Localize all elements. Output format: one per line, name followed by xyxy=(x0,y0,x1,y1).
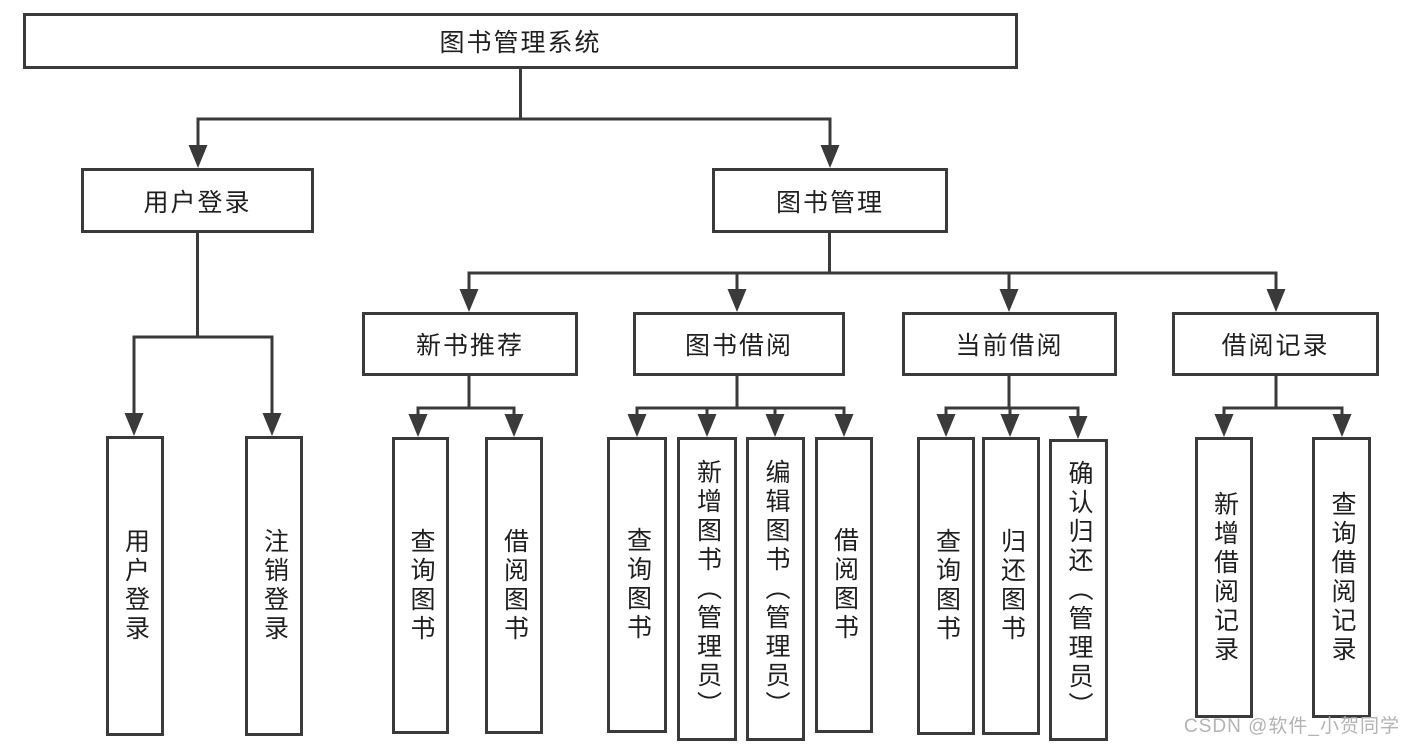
node-user-login: 用户登录 xyxy=(81,168,314,233)
csdn-watermark: CSDN @软件_小贺同学 xyxy=(1184,716,1400,737)
node-label: 查询借阅记录 xyxy=(1328,490,1356,665)
node-label: 归还图书 xyxy=(997,528,1026,644)
leaf-borrow-books-borrowing: 借阅图书 xyxy=(815,437,873,733)
node-book-management: 图书管理 xyxy=(712,168,948,233)
node-label: 用户登录 xyxy=(121,528,150,644)
node-label: 图书管理 xyxy=(775,188,884,217)
node-label: 图书管理系统 xyxy=(439,29,602,57)
node-label: 新增图书（管理员） xyxy=(693,458,722,720)
node-label: 查询图书 xyxy=(407,527,435,644)
node-label: 编辑图书（管理员） xyxy=(762,458,790,720)
node-label: 借阅图书 xyxy=(830,527,859,643)
node-label: 用户登录 xyxy=(143,188,252,217)
leaf-add-borrow-record: 新增借阅记录 xyxy=(1195,437,1253,718)
node-label: 新书推荐 xyxy=(415,332,524,360)
leaf-edit-books-admin: 编辑图书（管理员） xyxy=(746,437,805,741)
leaf-user-login: 用户登录 xyxy=(106,436,164,736)
node-label: 查询图书 xyxy=(623,527,652,643)
node-library-management-system: 图书管理系统 xyxy=(23,13,1018,69)
leaf-query-books-current: 查询图书 xyxy=(917,437,975,735)
node-label: 确认归还（管理员） xyxy=(1065,459,1093,721)
leaf-query-books-recommend: 查询图书 xyxy=(392,437,449,734)
leaf-query-books-borrowing: 查询图书 xyxy=(607,437,667,733)
leaf-add-books-admin: 新增图书（管理员） xyxy=(677,437,737,741)
node-label: 新增借阅记录 xyxy=(1210,490,1239,665)
node-borrowing-records: 借阅记录 xyxy=(1172,312,1379,376)
node-new-book-recommendation: 新书推荐 xyxy=(362,312,578,376)
leaf-confirm-return-admin: 确认归还（管理员） xyxy=(1049,439,1108,741)
node-label: 借阅图书 xyxy=(500,527,529,644)
leaf-borrow-books-recommend: 借阅图书 xyxy=(485,437,543,734)
leaf-return-books: 归还图书 xyxy=(982,437,1040,735)
leaf-logout: 注销登录 xyxy=(245,436,303,736)
node-label: 当前借阅 xyxy=(955,332,1064,360)
node-current-borrowing: 当前借阅 xyxy=(902,312,1117,376)
node-book-borrowing: 图书借阅 xyxy=(633,312,845,376)
node-label: 注销登录 xyxy=(260,528,289,644)
node-label: 查询图书 xyxy=(932,528,961,644)
leaf-query-borrow-record: 查询借阅记录 xyxy=(1312,437,1371,718)
node-label: 图书借阅 xyxy=(684,332,793,360)
node-label: 借阅记录 xyxy=(1221,332,1330,360)
